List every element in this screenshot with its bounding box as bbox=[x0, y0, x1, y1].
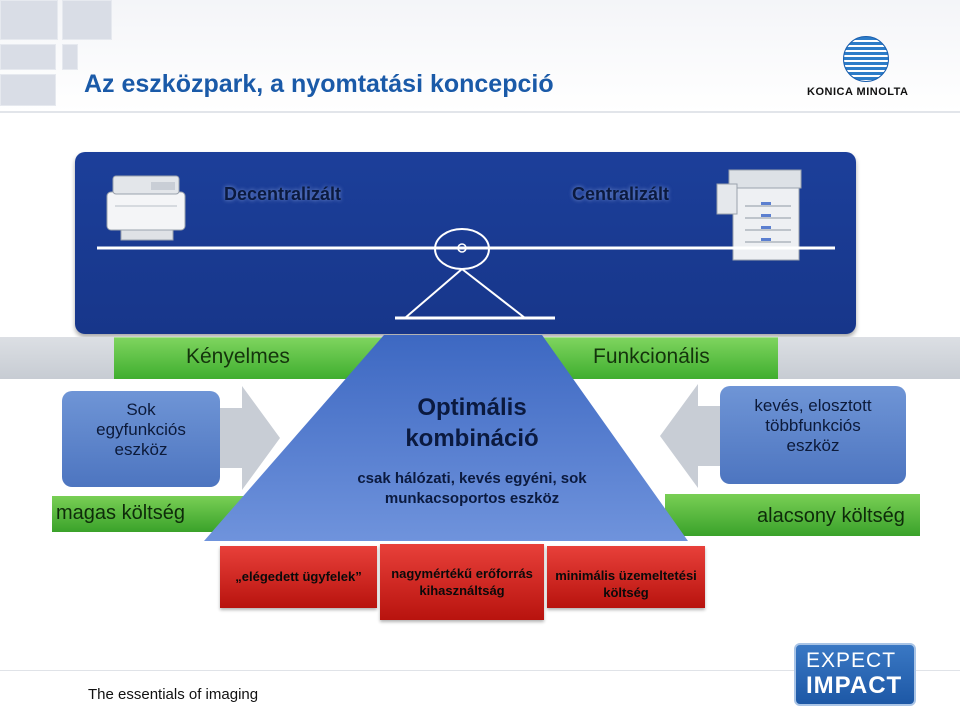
subtitle-line: csak hálózati, kevés egyéni, sok bbox=[357, 470, 587, 487]
info-line: eszköz bbox=[114, 440, 168, 459]
info-line: eszköz bbox=[786, 436, 840, 455]
subtitle-line: munkacsoportos eszköz bbox=[384, 490, 560, 507]
info-line: kevés, elosztott bbox=[754, 396, 872, 415]
left-arrow-icon bbox=[660, 384, 720, 488]
info-line: többfunkciós bbox=[765, 416, 861, 435]
right-arrow-icon bbox=[220, 386, 280, 490]
optimal-combination-title: Optimális kombináció bbox=[340, 392, 604, 454]
functional-label: Funkcionális bbox=[593, 345, 710, 368]
benefit-resource-utilization: nagymértékű erőforrás kihasználtság bbox=[380, 544, 544, 620]
decentralized-label: Decentralizált bbox=[224, 184, 342, 204]
konica-minolta-logo: KONICA MINOLTA bbox=[807, 86, 909, 98]
info-line: egyfunkciós bbox=[96, 420, 186, 439]
decorative-square bbox=[62, 44, 78, 70]
centralized-label: Centralizált bbox=[572, 184, 670, 204]
many-single-function-devices-box: Sok egyfunkciós eszköz bbox=[62, 391, 220, 487]
header-background bbox=[0, 0, 960, 112]
benefit-minimal-operating-cost: minimális üzemeltetési költség bbox=[547, 546, 705, 608]
decorative-square bbox=[0, 44, 56, 70]
footer-divider bbox=[0, 670, 960, 671]
header-divider bbox=[0, 111, 960, 113]
benefit-text: nagymértékű erőforrás bbox=[391, 566, 533, 581]
impact-badge-text: IMPACT bbox=[806, 672, 903, 699]
high-cost-bar: magas költség bbox=[52, 496, 262, 532]
few-multifunction-devices-box: kevés, elosztott többfunkciós eszköz bbox=[720, 386, 906, 484]
decorative-square bbox=[0, 0, 58, 40]
title-line: Optimális bbox=[417, 394, 527, 421]
page-title: Az eszközpark, a nyomtatási koncepció bbox=[84, 70, 554, 98]
benefit-text: kihasználtság bbox=[419, 583, 505, 598]
grey-band-left bbox=[0, 337, 114, 379]
low-cost-bar: alacsony költség bbox=[665, 494, 920, 536]
small-printer-icon bbox=[106, 175, 186, 241]
title-line: kombináció bbox=[405, 425, 539, 452]
konica-minolta-globe-icon bbox=[843, 36, 889, 82]
decorative-square bbox=[62, 0, 112, 40]
footer-tagline: The essentials of imaging bbox=[88, 686, 259, 703]
expect-badge-text: EXPECT bbox=[806, 649, 897, 672]
info-line: Sok bbox=[126, 400, 156, 419]
benefit-satisfied-customers: „elégedett ügyfelek” bbox=[220, 546, 377, 608]
benefit-text: minimális üzemeltetési bbox=[555, 568, 697, 583]
grey-band-right bbox=[778, 337, 960, 379]
convenient-label: Kényelmes bbox=[186, 345, 290, 368]
optimal-combination-triangle bbox=[204, 335, 688, 541]
scale-panel bbox=[75, 152, 856, 334]
expect-impact-badge bbox=[794, 643, 916, 706]
benefit-text: „elégedett ügyfelek” bbox=[235, 569, 362, 584]
balance-scale-graphic bbox=[97, 169, 835, 320]
benefit-text: költség bbox=[603, 585, 649, 600]
decorative-square bbox=[0, 74, 56, 106]
optimal-combination-subtitle: csak hálózati, kevés egyéni, sok munkacs… bbox=[320, 469, 624, 509]
